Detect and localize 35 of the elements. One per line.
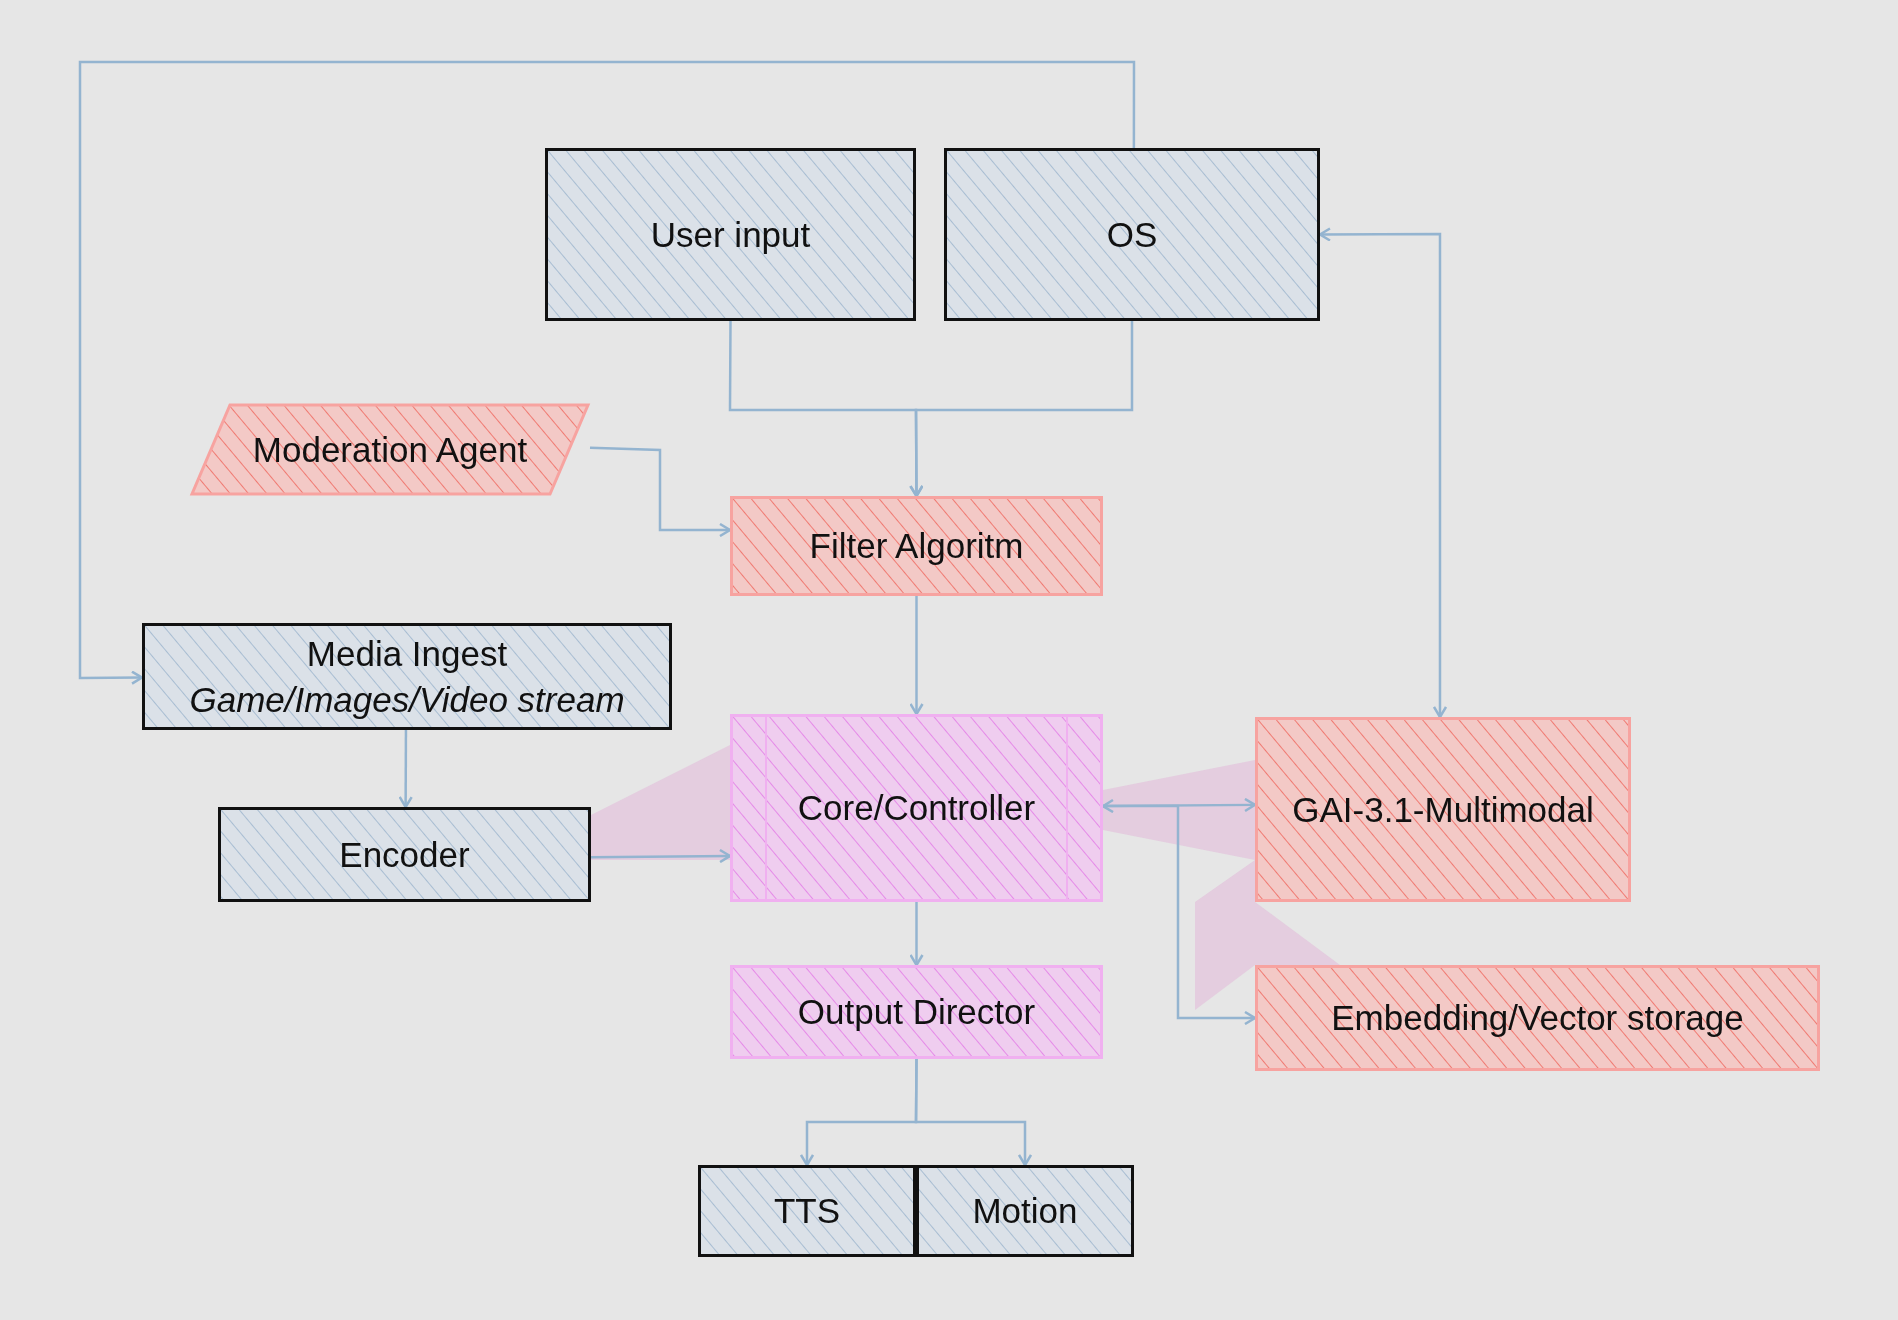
connector-arrow	[591, 848, 732, 864]
node-label: User input	[650, 213, 811, 256]
subprocess-box	[730, 714, 1103, 902]
process-box	[698, 1165, 916, 1257]
connector-arrow	[914, 1059, 1033, 1167]
process-box	[730, 965, 1103, 1059]
connector-arrow	[589, 446, 732, 538]
connector-arrow	[909, 321, 1134, 498]
connector-arrow	[398, 730, 413, 809]
node-label: TTS	[773, 1190, 841, 1233]
connector-arrow	[909, 596, 924, 716]
parallelogram-box	[190, 403, 590, 496]
process-box	[1255, 717, 1631, 902]
connector-arrow	[78, 60, 1136, 685]
node-label: Output Director	[797, 991, 1036, 1034]
process-box	[944, 148, 1320, 321]
connector-arrow	[909, 902, 924, 967]
process-box	[218, 807, 591, 902]
process-box	[730, 496, 1103, 596]
node-label: Embedding/Vector storage	[1331, 997, 1744, 1040]
connector-arrow	[1318, 227, 1448, 719]
node-label: GAI-3.1-Multimodal	[1292, 788, 1594, 831]
node-label: Encoder	[339, 833, 470, 876]
node-subtitle: Game/Images/Video stream	[189, 678, 625, 721]
node-label: Filter Algoritm	[809, 525, 1024, 568]
node-label: Moderation Agent	[252, 428, 528, 471]
connector-arrow	[1101, 797, 1257, 814]
node-label: Media Ingest	[306, 633, 508, 675]
process-box	[142, 623, 672, 730]
node-label: Core/Controller	[797, 787, 1036, 830]
process-box	[1255, 965, 1820, 1071]
node-label: OS	[1106, 213, 1158, 256]
node-label: Motion	[972, 1190, 1078, 1233]
process-box	[916, 1165, 1134, 1257]
process-box	[545, 148, 916, 321]
